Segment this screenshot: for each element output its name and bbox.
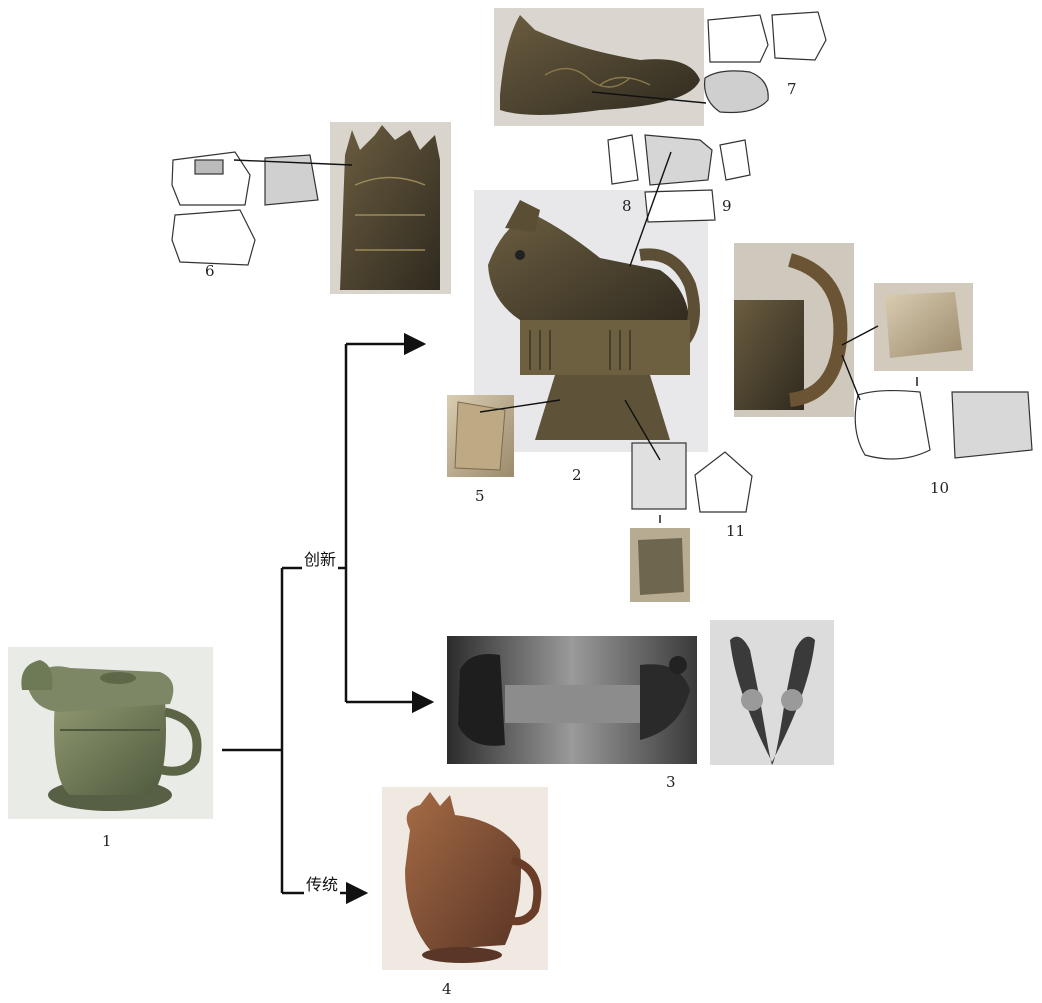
figure-number-10: 10 xyxy=(930,479,949,497)
figure-number-3: 3 xyxy=(666,773,676,791)
figure-number-7: 7 xyxy=(787,80,797,98)
mask-3-photo xyxy=(710,620,834,765)
drawings-10 xyxy=(855,391,1032,459)
fragment-3-photo xyxy=(447,636,697,764)
vessel-top-6-photo xyxy=(330,122,451,294)
vessel-1-photo xyxy=(8,647,213,819)
figure-number-9: 9 xyxy=(722,197,732,215)
branch-label-innovation: 创新 xyxy=(302,546,338,570)
figure-number-11: 11 xyxy=(726,522,745,540)
figure-number-5: 5 xyxy=(475,487,485,505)
dragon-7-photo xyxy=(494,8,704,126)
figure-number-8: 8 xyxy=(622,197,632,215)
figure-number-1: 1 xyxy=(102,832,112,850)
figure-number-6: 6 xyxy=(205,262,215,280)
branch-label-tradition: 传统 xyxy=(304,871,340,895)
handle-10-detail-photo xyxy=(874,283,973,371)
figure-number-2: 2 xyxy=(572,466,582,484)
drawings-7 xyxy=(705,12,826,113)
handle-10-photo xyxy=(734,243,854,417)
figure-number-4: 4 xyxy=(442,980,452,998)
mould-5-photo xyxy=(447,395,514,477)
drawings-6 xyxy=(172,152,318,265)
mould-11-photo xyxy=(630,528,690,602)
vessel-4-photo xyxy=(382,787,548,970)
drawings-11 xyxy=(632,443,752,512)
